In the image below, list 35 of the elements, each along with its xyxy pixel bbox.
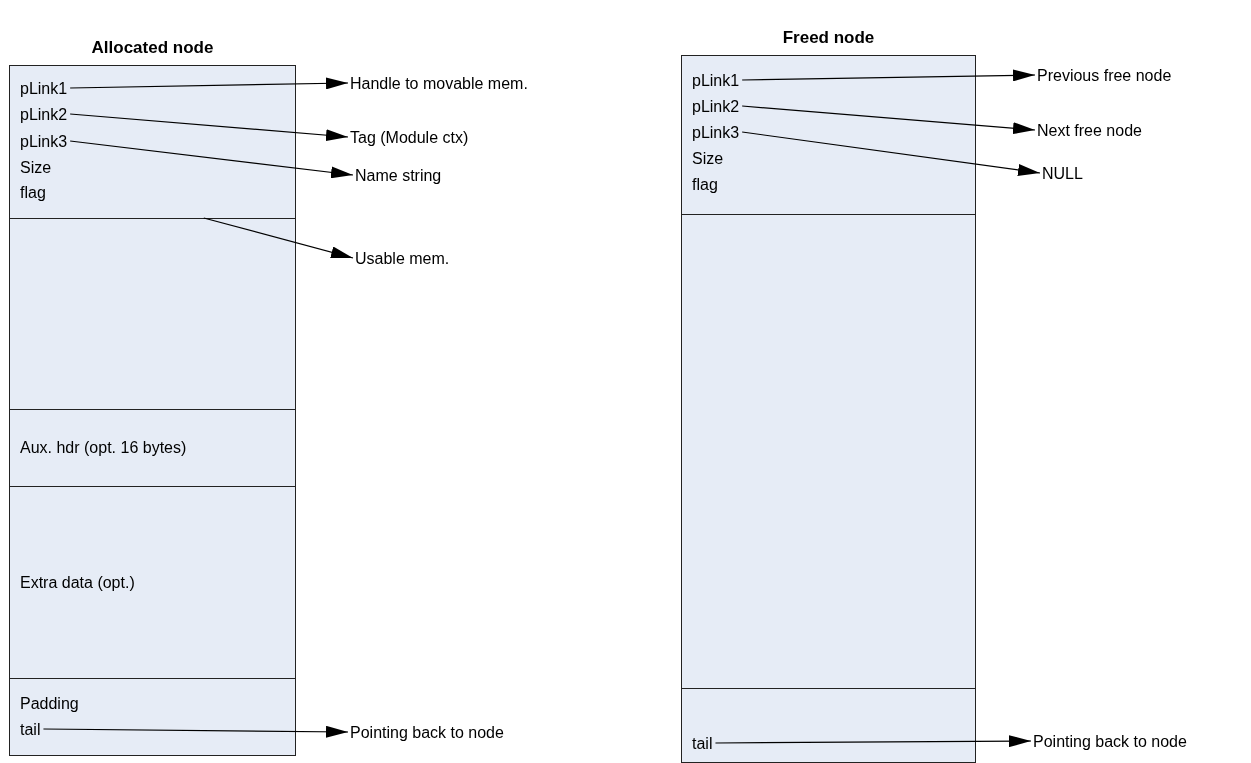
arrow (203, 217, 354, 259)
field-label: Tag (Module ctx) (350, 128, 469, 148)
section-label: Extra data (opt.) (20, 572, 135, 593)
field-label: NULL (1042, 164, 1083, 184)
field-label: Padding (20, 694, 79, 714)
arrow (69, 77, 349, 90)
field-label: tail (692, 734, 713, 754)
field-label: flag (20, 183, 46, 203)
field-label: Pointing back to node (350, 723, 504, 743)
field-label: Usable mem. (355, 249, 450, 269)
diagram-heading: Freed node (781, 27, 876, 49)
arrow (69, 113, 349, 142)
arrow (741, 69, 1036, 82)
field-label: Pointing back to node (1033, 732, 1187, 752)
field-label: pLink1 (692, 71, 740, 91)
diagram-heading: Allocated node (90, 37, 215, 59)
field-label: pLink3 (20, 132, 68, 152)
arrow (741, 131, 1041, 176)
arrow (69, 140, 354, 179)
field-label: pLink2 (692, 97, 740, 117)
field-label: Handle to movable mem. (350, 74, 528, 94)
section-label: Aux. hdr (opt. 16 bytes) (20, 438, 187, 458)
field-label: Next free node (1037, 121, 1142, 141)
field-label: Name string (355, 166, 442, 186)
arrow (42, 725, 349, 738)
field-label: pLink1 (20, 79, 68, 99)
field-label: pLink2 (20, 105, 68, 125)
arrow (741, 105, 1036, 135)
field-label: tail (20, 720, 41, 740)
field-label: Size (20, 158, 52, 178)
field-label: Previous free node (1037, 66, 1172, 86)
field-label: pLink3 (692, 123, 740, 143)
field-label: flag (692, 175, 718, 195)
arrow (714, 735, 1032, 748)
field-label: Size (692, 149, 724, 169)
